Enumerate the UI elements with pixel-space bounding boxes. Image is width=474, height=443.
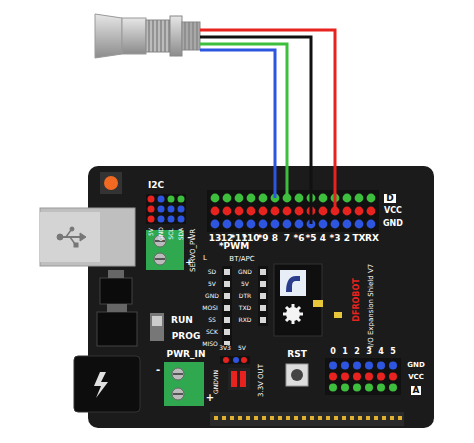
pin-number: *10	[242, 234, 259, 243]
wires	[200, 30, 335, 224]
usb-connector	[40, 208, 135, 266]
switch-label: PROG	[172, 332, 201, 341]
header-label: I2C	[148, 181, 164, 190]
pin-label: 5V	[238, 345, 246, 351]
pin-label: 5V	[241, 281, 249, 287]
button-label: RST	[287, 350, 307, 359]
pin-number: 0	[330, 348, 336, 356]
mode-switch	[150, 313, 164, 341]
pin-number: 4	[378, 348, 384, 356]
polarity-mark: -	[187, 233, 191, 242]
pin-label: RXD	[239, 317, 252, 323]
pin-label: DTR	[239, 293, 251, 299]
pin-number: 2	[344, 234, 350, 243]
power-terminal	[164, 362, 204, 406]
regulator	[97, 312, 137, 346]
barrel-jack	[74, 356, 140, 412]
pin-label: 5V	[208, 281, 216, 287]
polarity-mark: +	[206, 393, 214, 403]
pin-label: GND	[158, 227, 164, 241]
rst-button	[286, 364, 308, 386]
pin-label: 3.3V OUT	[259, 363, 266, 396]
pin-number: *3	[330, 234, 341, 243]
pin-label: SDA	[178, 228, 184, 240]
pin-label: GND	[238, 269, 252, 275]
pin-number: RX	[365, 234, 379, 243]
led-label: L	[203, 255, 207, 262]
polarity-mark: +	[185, 258, 193, 267]
pin-number: *6	[294, 234, 305, 243]
pin-label: SD	[208, 269, 216, 275]
header-label: *PWM	[219, 242, 249, 251]
digital-header	[207, 190, 379, 232]
pin-number: *9	[258, 234, 269, 243]
ultrasonic-sensor	[95, 14, 200, 58]
board-name: I/O Expansion Shield V7	[368, 263, 375, 346]
switch-label: RUN	[171, 316, 193, 325]
connector-label: PWR_IN	[167, 350, 206, 359]
pin-label: SS	[208, 317, 216, 323]
pin-number: 13	[209, 234, 222, 243]
pin-number: 4	[320, 234, 326, 243]
row-label: GND	[383, 220, 403, 228]
row-label: GND	[407, 362, 424, 369]
pin-label: TXD	[239, 305, 251, 311]
pin-label: 5V	[148, 228, 154, 236]
bottom-header	[210, 412, 404, 426]
pin-number: TX	[352, 234, 365, 243]
row-label: VCC	[384, 207, 402, 215]
pin-label: SCK	[206, 329, 218, 335]
pin-number: 3	[366, 348, 372, 356]
logo	[280, 270, 306, 296]
pin-number: 1	[342, 348, 348, 356]
pin-label: MOSI	[202, 305, 217, 311]
i2c-pins	[148, 196, 185, 223]
pin-label: GNDVIN	[213, 370, 219, 394]
regulator	[100, 278, 132, 304]
row-label: VCC	[408, 374, 424, 381]
pin-label: 3V3	[219, 345, 231, 351]
pin-number: 2	[354, 348, 360, 356]
pin-number: *5	[306, 234, 317, 243]
pin-label: GND	[205, 293, 219, 299]
pin-label: SCL	[168, 228, 174, 239]
pin-number: 8	[272, 234, 278, 243]
reset-button	[104, 176, 118, 190]
row-label: D	[384, 194, 395, 203]
header-label: BT/APC	[229, 256, 254, 263]
brand-label: DFROBOT	[353, 278, 361, 321]
module-socket	[274, 264, 322, 336]
pin-number: 7	[284, 234, 290, 243]
polarity-mark: -	[156, 365, 160, 375]
pin-label: MISO	[202, 341, 217, 347]
row-label: A	[411, 386, 422, 395]
analog-header	[325, 358, 401, 395]
pin-number: 5	[390, 348, 396, 356]
